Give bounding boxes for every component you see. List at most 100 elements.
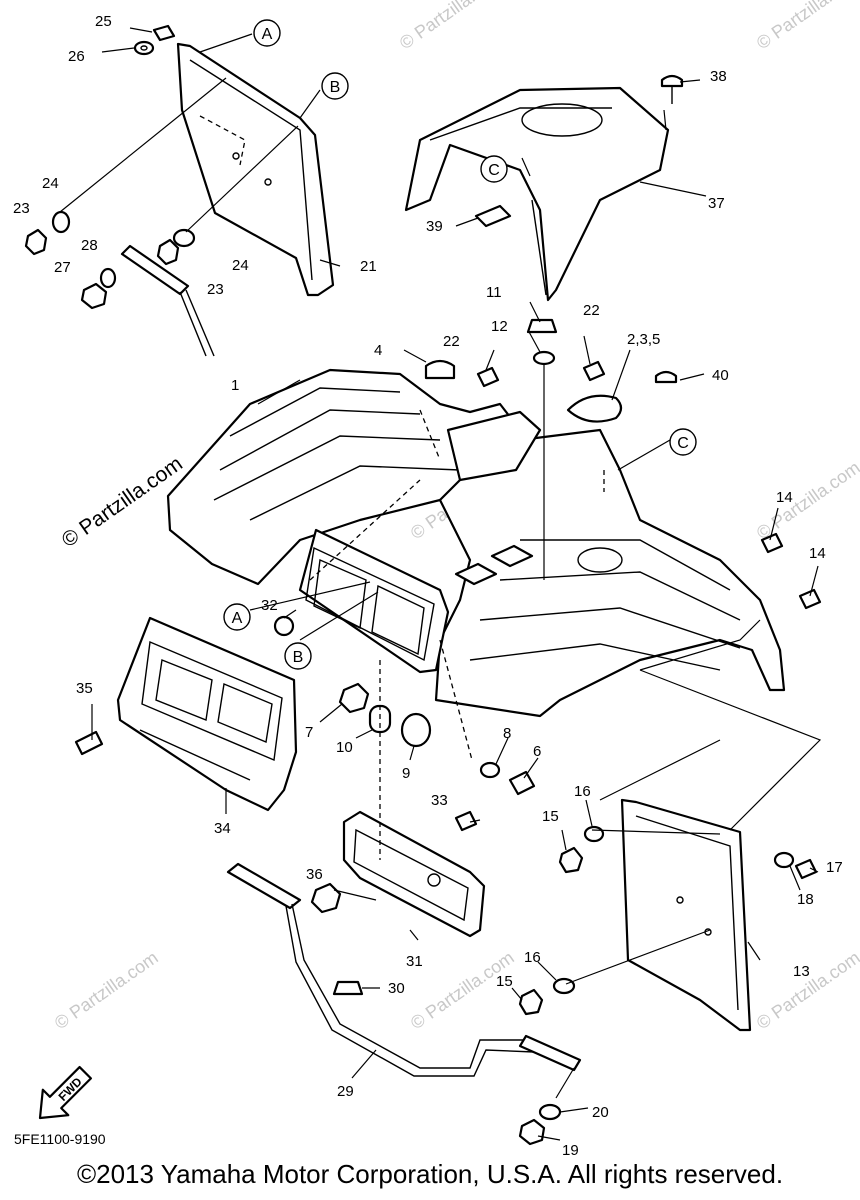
callout-1[interactable]: 1	[231, 377, 239, 394]
washer-24a	[51, 210, 71, 234]
callout-28[interactable]: 28	[81, 237, 98, 254]
nut-23a	[24, 228, 48, 256]
bolt-30	[332, 980, 364, 996]
washer-26	[133, 40, 155, 56]
part-29-stay[interactable]	[226, 862, 582, 1077]
reference-circle-b: B	[284, 642, 312, 670]
part-main-body[interactable]	[434, 410, 786, 718]
bolt-33	[454, 810, 478, 832]
callout-24[interactable]: 24	[232, 257, 249, 274]
callout-14[interactable]: 14	[809, 545, 826, 562]
fasteners-upper-left[interactable]	[24, 24, 196, 310]
callout-15[interactable]: 15	[542, 808, 559, 825]
callout-33[interactable]: 33	[431, 792, 448, 809]
grommet-9	[400, 712, 432, 748]
callout-36[interactable]: 36	[306, 866, 323, 883]
washer-16b	[552, 977, 576, 995]
callout-16[interactable]: 16	[524, 949, 541, 966]
callout-26[interactable]: 26	[68, 48, 85, 65]
callout-17[interactable]: 17	[826, 859, 843, 876]
nut-7	[338, 682, 370, 714]
fwd-arrow-icon: FWD	[38, 1065, 93, 1120]
callout-6[interactable]: 6	[533, 743, 541, 760]
copyright-notice: ©2013 Yamaha Motor Corporation, U.S.A. A…	[76, 1159, 784, 1189]
nut-15a	[558, 846, 584, 874]
callout-9[interactable]: 9	[402, 765, 410, 782]
watermark: © Partzilla.com	[407, 947, 518, 1033]
part-1-front-fender[interactable]	[166, 368, 522, 586]
reference-label: C	[677, 435, 689, 452]
reference-label: B	[293, 649, 304, 666]
part-headlight-housing[interactable]	[298, 528, 450, 674]
callout-40[interactable]: 40	[712, 367, 729, 384]
bolt-22b	[582, 360, 606, 382]
part-39-clip[interactable]	[474, 204, 512, 228]
reference-circle-c: C	[669, 428, 697, 456]
part-38-screw[interactable]	[660, 74, 684, 104]
nut-15b	[518, 988, 544, 1016]
washer-12	[532, 350, 556, 366]
callout-23[interactable]: 23	[207, 281, 224, 298]
callout-8[interactable]: 8	[503, 725, 511, 742]
callouts: 1 2,3,5 4 6 7 8 9 10 11 12 13 14 14 15 1…	[13, 13, 843, 1159]
part-21-mud-flap-left[interactable]	[176, 42, 335, 297]
callout-2-3-5[interactable]: 2,3,5	[627, 331, 660, 348]
cap-4	[424, 359, 456, 380]
callout-27[interactable]: 27	[54, 259, 71, 276]
bolt-17	[794, 858, 818, 880]
hardware-misc[interactable]	[74, 318, 822, 1146]
nut-23b	[156, 238, 180, 266]
callout-20[interactable]: 20	[592, 1104, 609, 1121]
bolt-11	[526, 318, 558, 334]
callout-19[interactable]: 19	[562, 1142, 579, 1159]
callout-11[interactable]: 11	[486, 284, 502, 301]
nut-19	[518, 1118, 546, 1146]
watermark: © Partzilla.com	[753, 0, 860, 53]
reference-label: A	[232, 610, 243, 627]
part-31-tail-housing[interactable]	[342, 810, 486, 938]
callout-14[interactable]: 14	[776, 489, 793, 506]
grommet-36	[310, 882, 342, 914]
callout-12[interactable]: 12	[491, 318, 508, 335]
callout-22[interactable]: 22	[443, 333, 460, 350]
callout-23[interactable]: 23	[13, 200, 30, 217]
callout-4[interactable]: 4	[374, 342, 382, 359]
washer-24b	[172, 228, 196, 248]
diagram-code: 5FE1100-9190	[14, 1131, 106, 1147]
callout-32[interactable]: 32	[261, 597, 278, 614]
part-13-mud-flap-rear[interactable]	[620, 798, 752, 1032]
callout-18[interactable]: 18	[797, 891, 814, 908]
stay-bracket-left[interactable]	[120, 244, 215, 357]
callout-16[interactable]: 16	[574, 783, 591, 800]
callout-31[interactable]: 31	[406, 953, 423, 970]
callout-13[interactable]: 13	[793, 963, 810, 980]
reference-label: A	[262, 26, 273, 43]
watermark: © Partzilla.com	[753, 457, 860, 543]
callout-24[interactable]: 24	[42, 175, 59, 192]
part-34-headlight-bezel[interactable]	[116, 616, 298, 812]
washer-8	[479, 761, 501, 779]
reference-circle-a: A	[223, 603, 251, 631]
callout-38[interactable]: 38	[710, 68, 727, 85]
callout-30[interactable]: 30	[388, 980, 405, 997]
callout-29[interactable]: 29	[337, 1083, 354, 1100]
nut-27	[80, 282, 108, 310]
watermark: © Partzilla.com	[753, 947, 860, 1033]
callout-39[interactable]: 39	[426, 218, 443, 235]
reference-letters: A B C A B C	[223, 19, 697, 670]
callout-7[interactable]: 7	[305, 724, 313, 741]
callout-15[interactable]: 15	[496, 973, 513, 990]
callout-35[interactable]: 35	[76, 680, 93, 697]
callout-37[interactable]: 37	[708, 195, 725, 212]
screw-35	[74, 730, 104, 756]
callout-21[interactable]: 21	[360, 258, 377, 275]
leader-lines	[59, 27, 822, 1141]
callout-10[interactable]: 10	[336, 739, 353, 756]
washer-20	[538, 1103, 562, 1121]
callout-34[interactable]: 34	[214, 820, 231, 837]
alignment-lines	[309, 409, 605, 860]
part-37-cover[interactable]	[404, 86, 670, 302]
callout-22[interactable]: 22	[583, 302, 600, 319]
callout-25[interactable]: 25	[95, 13, 112, 30]
